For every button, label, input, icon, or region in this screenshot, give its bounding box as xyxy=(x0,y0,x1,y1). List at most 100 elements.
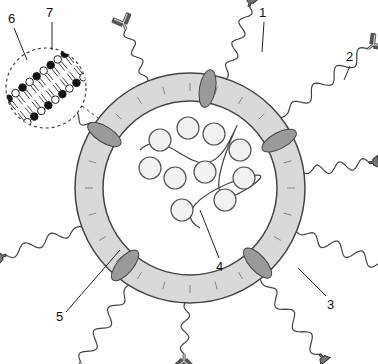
ligand-head xyxy=(315,351,330,364)
antibody-symbol xyxy=(363,33,378,56)
lipid-tail xyxy=(3,108,9,115)
lipid-head xyxy=(68,44,76,52)
membrane-protein xyxy=(259,125,300,157)
lipid-tail xyxy=(12,101,18,108)
lipid-tail xyxy=(27,105,33,112)
peg-chain xyxy=(124,30,148,86)
lipid-head xyxy=(0,101,5,109)
lipid-head xyxy=(33,72,41,80)
shell-mark xyxy=(89,161,97,163)
shell-mark xyxy=(239,97,243,104)
lipid-head xyxy=(47,61,55,69)
lipid-tail xyxy=(55,83,61,90)
shell-mark xyxy=(138,272,142,279)
callout-number: 6 xyxy=(8,12,15,25)
lipid-tail xyxy=(77,66,83,73)
drug-molecule xyxy=(229,139,251,161)
drug-molecule xyxy=(214,189,236,211)
inset-connector xyxy=(82,106,98,118)
lipid-tail xyxy=(75,50,81,57)
antibody-highlight xyxy=(114,14,132,32)
ligand-head xyxy=(243,0,257,8)
lipid-head xyxy=(80,73,88,81)
shell-mark xyxy=(284,213,292,215)
lipid-head xyxy=(23,118,31,126)
leader-line xyxy=(344,66,350,80)
lipid-head xyxy=(26,78,34,86)
lipid-head xyxy=(52,96,60,104)
shell-mark xyxy=(116,114,122,120)
lipid-tail xyxy=(20,111,26,118)
drug-molecule xyxy=(194,161,216,183)
antibody-arms xyxy=(66,358,89,364)
drug-molecule xyxy=(233,167,255,189)
lipid-head xyxy=(54,56,62,64)
membrane-protein xyxy=(107,246,144,285)
shell-mark xyxy=(239,272,243,279)
antibody-highlight xyxy=(177,354,191,364)
antibody-arms xyxy=(175,354,193,364)
drug-molecule xyxy=(177,117,199,139)
lipid-tail xyxy=(48,89,54,96)
callout-number: 2 xyxy=(346,50,353,63)
shell-mark xyxy=(215,282,217,290)
ligand-symbol xyxy=(315,351,330,364)
lipid-tail xyxy=(84,61,90,68)
leader-line xyxy=(200,210,219,258)
peg-chain xyxy=(258,276,320,355)
shell-mark xyxy=(190,83,191,91)
callout-number: 7 xyxy=(46,6,53,19)
lipid-tail xyxy=(81,62,87,69)
leader-line xyxy=(52,22,53,50)
peg-chain xyxy=(293,230,378,269)
ligand-symbol xyxy=(368,156,378,169)
callout-number: 4 xyxy=(216,260,223,273)
lipid-head xyxy=(19,84,27,92)
lipid-tail xyxy=(47,73,53,80)
shell-mark xyxy=(89,213,97,215)
lipid-head xyxy=(16,124,24,132)
shell-mark xyxy=(274,237,281,241)
peg-chain xyxy=(6,226,86,258)
antibody-highlight xyxy=(67,359,86,364)
ligand-head xyxy=(0,249,8,263)
drug-molecule xyxy=(203,123,225,145)
inset-circle xyxy=(6,48,86,128)
lipid-head xyxy=(87,68,95,76)
drug-molecule xyxy=(171,199,193,221)
shell-mark xyxy=(85,188,93,189)
lipid-head xyxy=(66,85,74,93)
leader-line xyxy=(262,22,264,52)
ligand-head xyxy=(368,156,378,169)
drug-molecule xyxy=(164,167,186,189)
membrane-protein xyxy=(196,68,218,108)
drug-molecule xyxy=(139,157,161,179)
ligand-symbol xyxy=(0,249,8,263)
lipid-tail xyxy=(61,62,67,69)
lipid-tail xyxy=(41,94,47,101)
peg-chain xyxy=(224,6,252,82)
shell-mark xyxy=(287,188,295,189)
lipid-tail xyxy=(73,52,79,59)
shell-mark xyxy=(163,282,165,290)
lipid-head xyxy=(5,95,13,103)
shell-mark xyxy=(190,285,191,293)
antibody-symbol xyxy=(175,354,193,364)
lipid-head xyxy=(61,50,69,58)
lipid-head xyxy=(45,102,53,110)
lipid-head xyxy=(40,67,48,75)
peg-chain xyxy=(300,159,369,174)
lipid-tail xyxy=(34,100,40,107)
peg-chain xyxy=(180,299,189,354)
lipid-tail xyxy=(11,119,17,126)
lipid-tail xyxy=(62,77,68,84)
shell-mark xyxy=(138,97,142,104)
antibody-highlight xyxy=(364,35,378,55)
antibody-arms xyxy=(112,13,134,33)
shell-mark xyxy=(163,87,165,95)
lipid-tail xyxy=(68,56,74,63)
callout-number: 1 xyxy=(259,6,266,19)
drug-chain xyxy=(140,126,261,228)
drug-molecule xyxy=(149,129,171,151)
